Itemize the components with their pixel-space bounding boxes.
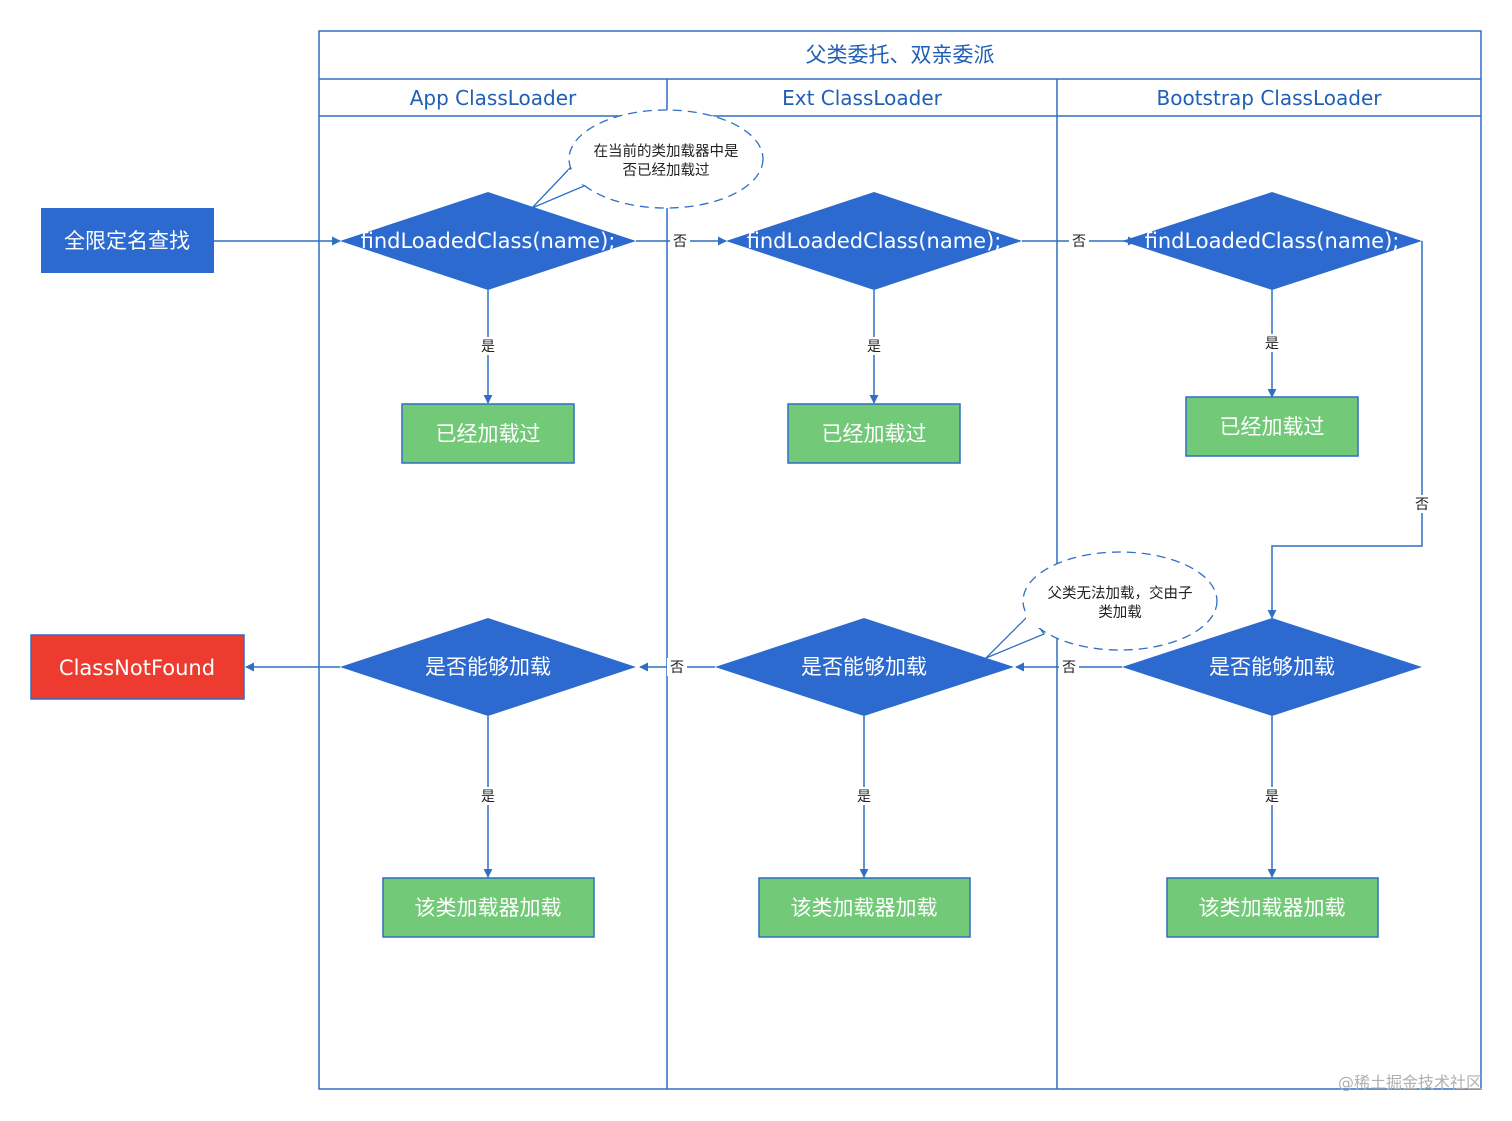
- pool-border: [318, 30, 1482, 1090]
- find-loaded-app-label: findLoadedClass(name);: [361, 229, 616, 253]
- can-load-boot-label: 是否能够加载: [1209, 655, 1335, 679]
- edge-label-yes-3: 是: [1265, 336, 1279, 352]
- watermark: @稀土掘金技术社区: [1338, 1073, 1482, 1092]
- loaded-ext-label: 已经加载过: [822, 422, 927, 446]
- can-load-ext-label: 是否能够加载: [801, 655, 927, 679]
- note-already-loaded-line-1: 在当前的类加载器中是: [594, 143, 739, 160]
- loaded-app-box: [401, 403, 575, 464]
- edge-label-no-2: 否: [1072, 234, 1086, 250]
- note-parent-cannot-load-line-2: 类加载: [1098, 604, 1142, 621]
- load-boot-label: 该类加载器加载: [1199, 896, 1346, 920]
- edge-label-no-1: 否: [673, 234, 687, 250]
- note-parent-cannot-load: 父类无法加载，交由子 类加载: [985, 551, 1218, 659]
- find-loaded-ext-diamond: [726, 192, 1022, 290]
- can-load-app-diamond: [340, 618, 636, 716]
- edges: [214, 236, 1423, 878]
- edge-label-yes-5: 是: [857, 789, 871, 805]
- class-not-found-node: [30, 634, 245, 700]
- note-already-loaded-bubble: [568, 109, 764, 209]
- loaded-boot-box: [1185, 396, 1359, 457]
- load-ext-box: [758, 877, 971, 938]
- lane-title-bootstrap: Bootstrap ClassLoader: [1157, 86, 1383, 110]
- pool-title: 父类委托、双亲委派: [806, 43, 995, 67]
- find-loaded-app-diamond: [340, 192, 636, 290]
- note-already-loaded: 在当前的类加载器中是 否已经加载过: [531, 109, 764, 209]
- start-node-label: 全限定名查找: [64, 229, 190, 253]
- can-load-app-label: 是否能够加载: [425, 655, 551, 679]
- edge-label-yes-6: 是: [1265, 789, 1279, 805]
- lane-title-ext: Ext ClassLoader: [782, 86, 943, 110]
- loaded-boot-label: 已经加载过: [1220, 415, 1325, 439]
- edge-label-yes-4: 是: [481, 789, 495, 805]
- loaded-ext-box: [787, 403, 961, 464]
- load-app-label: 该类加载器加载: [415, 896, 562, 920]
- find-loaded-ext-label: findLoadedClass(name);: [747, 229, 1002, 253]
- lane-title-app: App ClassLoader: [410, 86, 577, 110]
- edge-label-no-5: 否: [670, 660, 684, 676]
- note-parent-cannot-load-bubble: [1022, 551, 1218, 651]
- edge-find-boot-to-can-boot: [1267, 241, 1423, 619]
- edge-label-yes-2: 是: [867, 339, 881, 355]
- load-ext-label: 该类加载器加载: [791, 896, 938, 920]
- edge-label-no-4: 否: [1062, 660, 1076, 676]
- loaded-app-label: 已经加载过: [436, 422, 541, 446]
- load-boot-box: [1166, 877, 1379, 938]
- can-load-ext-diamond: [715, 618, 1014, 716]
- swimlane-pool: [318, 30, 1482, 1090]
- load-app-box: [382, 877, 595, 938]
- edge-label-no-3: 否: [1415, 497, 1429, 513]
- class-not-found-label: ClassNotFound: [59, 656, 215, 680]
- find-loaded-boot-diamond: [1122, 192, 1422, 290]
- can-load-boot-diamond: [1122, 618, 1422, 716]
- find-loaded-boot-label: findLoadedClass(name);: [1145, 229, 1400, 253]
- edge-label-yes-1: 是: [481, 339, 495, 355]
- note-parent-cannot-load-line-1: 父类无法加载，交由子: [1048, 584, 1193, 602]
- start-node: [41, 208, 214, 273]
- note-already-loaded-line-2: 否已经加载过: [623, 162, 710, 179]
- edge-labels: 否 否 否 否 否 是 是 是 是 是 是: [478, 232, 1432, 805]
